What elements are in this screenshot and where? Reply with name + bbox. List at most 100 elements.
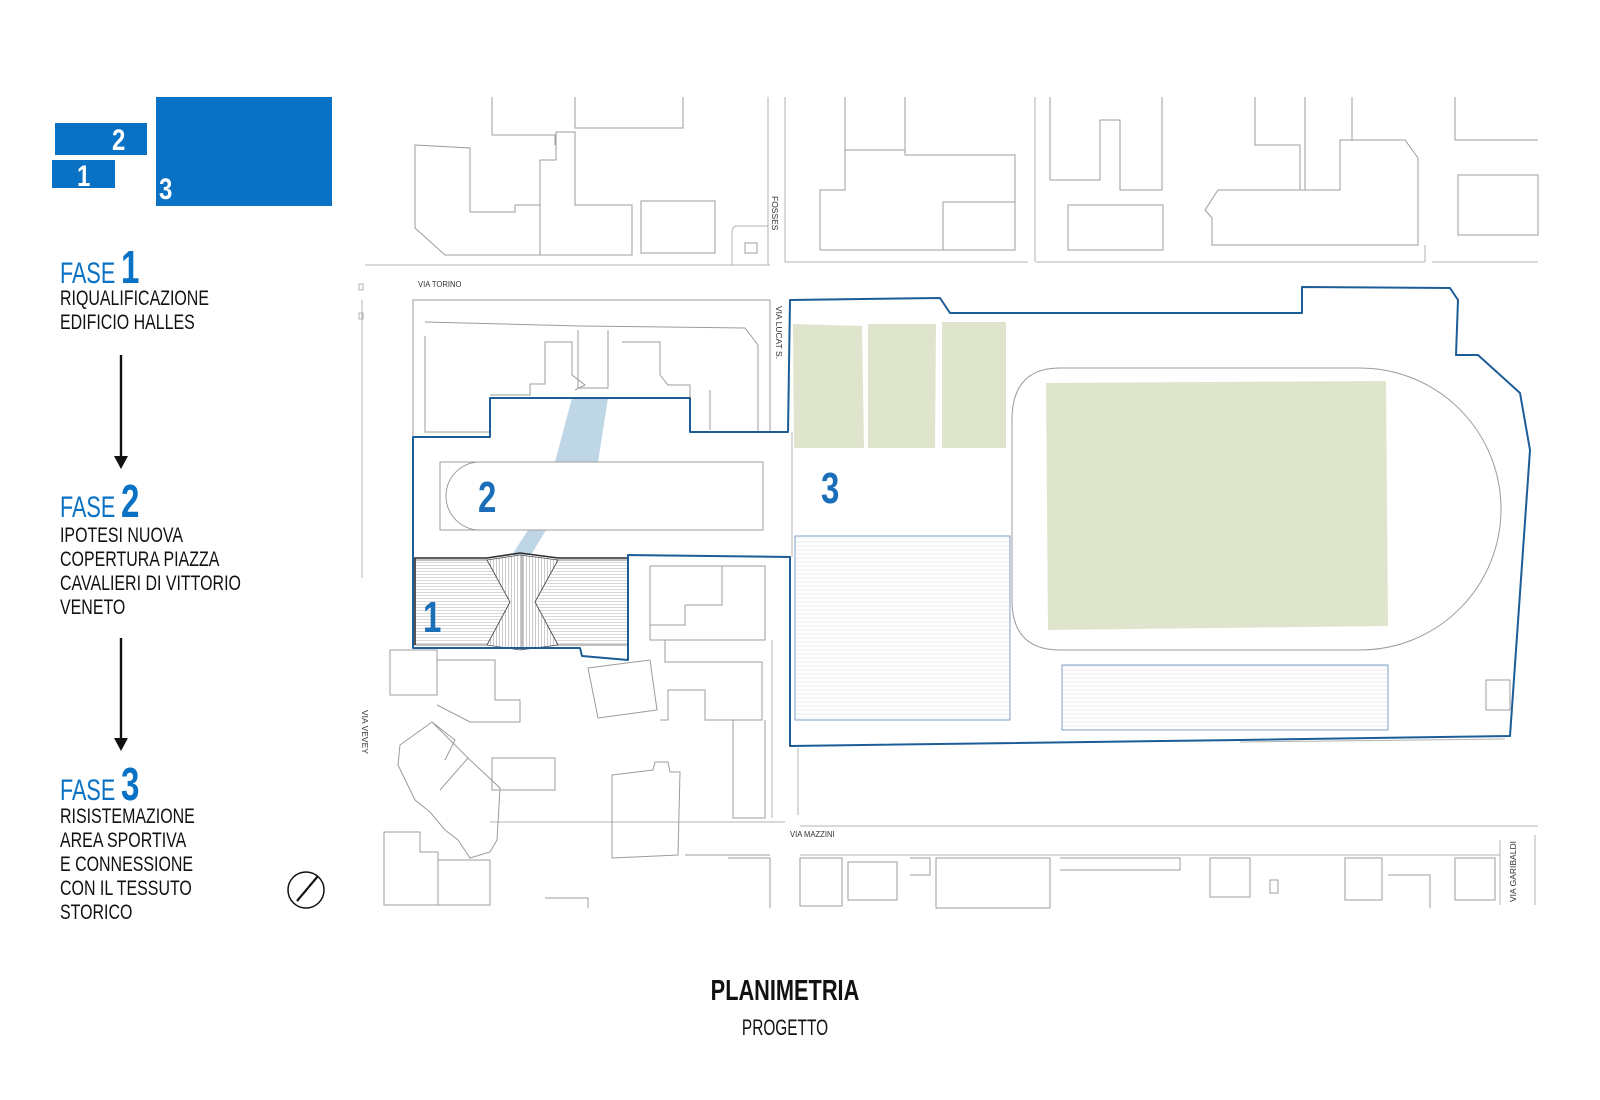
building-outline [414, 144, 541, 256]
building-outline [652, 639, 763, 721]
building-outline [935, 857, 1051, 909]
building-outline [1454, 857, 1496, 901]
building-outline [389, 649, 438, 696]
building-outline [844, 97, 906, 151]
building-outline [491, 97, 556, 145]
north-arrow-needle [296, 875, 319, 902]
page-title: PLANIMETRIA [710, 975, 860, 1007]
description-line: VENETO [60, 596, 126, 619]
legend-block-1 [52, 160, 115, 188]
page-subtitle: PROGETTO [741, 1015, 829, 1040]
building-outline [728, 857, 771, 908]
street-label-fosses: FOSSES [770, 196, 780, 231]
legend-block-2 [55, 123, 147, 155]
phase-word: FASE [60, 491, 116, 524]
road-marker [358, 312, 364, 320]
description-line: CON IL TESSUTO [60, 877, 192, 900]
description-line: IPOTESI NUOVA [60, 524, 183, 547]
field-main [1046, 381, 1388, 630]
building-outline [490, 341, 586, 396]
halles-outline [414, 552, 628, 645]
street-label-via-garibaldi: VIA GARIBALDI [1508, 841, 1518, 902]
down-arrow-icon [114, 355, 128, 469]
field-small-2 [868, 324, 936, 448]
building-outline [1067, 204, 1164, 251]
building-outline [650, 566, 723, 626]
description-line: RIQUALIFICAZIONE [60, 287, 209, 310]
building-outline [1269, 879, 1279, 894]
building-outline [1454, 97, 1538, 141]
arrow-head [114, 456, 128, 469]
court-west [794, 535, 1011, 721]
building-outline [799, 857, 843, 907]
building-outline [640, 200, 716, 254]
connection-north [555, 398, 608, 462]
building-outline [431, 721, 469, 791]
street-label-via-mazzini: VIA MAZZINI [790, 830, 835, 839]
building-outline [424, 321, 759, 432]
piazza-outline [439, 461, 764, 531]
building-outline [574, 97, 684, 129]
road-edges [358, 97, 1538, 905]
building-outline [1204, 97, 1419, 246]
description-line: AREA SPORTIVA [60, 829, 187, 852]
court-south [1061, 664, 1389, 731]
description-line: E CONNESSIONE [60, 853, 194, 876]
description-line: CAVALIERI DI VITTORIO [60, 572, 241, 595]
building-outline [819, 150, 1016, 251]
down-arrow-icon [114, 638, 128, 751]
sports-fields [793, 322, 1388, 630]
building-outline [732, 720, 766, 819]
connection-south [512, 530, 546, 555]
description-line: RISISTEMAZIONE [60, 805, 195, 828]
running-track [1011, 367, 1502, 651]
halles-building [414, 552, 629, 651]
building-outline [587, 659, 658, 719]
area-label-1: 1 [423, 594, 441, 643]
street-label-via-vevey: VIA VEVEY [360, 710, 370, 754]
building-outline [577, 330, 609, 389]
street-label-via-lucat: VIA LUCAT S. [774, 306, 784, 359]
road-edge [731, 225, 768, 265]
halles-center [486, 554, 559, 651]
phase-3-description: RISISTEMAZIONE AREA SPORTIVA E CONNESSIO… [60, 805, 195, 925]
phase-2-description: IPOTESI NUOVA COPERTURA PIAZZA CAVALIERI… [60, 524, 241, 620]
phase-word: FASE [60, 774, 116, 807]
building-outline [1060, 857, 1181, 871]
building-outline [424, 336, 490, 433]
arrow-head [114, 738, 128, 751]
building-outline [847, 861, 898, 901]
phase-word: FASE [60, 257, 116, 290]
building-outline [436, 659, 521, 723]
building-outline [611, 761, 681, 859]
building-outline [622, 341, 691, 398]
legend-label-2: 2 [112, 122, 125, 156]
building-outline [383, 831, 439, 906]
building-outline [1254, 97, 1306, 191]
phase-legend: 2 1 3 [52, 97, 332, 206]
building-outline [491, 757, 556, 791]
building-outline [942, 201, 1015, 250]
north-arrow-icon [287, 871, 325, 909]
legend-label-1: 1 [77, 158, 90, 192]
building-outline [744, 242, 758, 254]
street-label-via-torino: VIA TORINO [418, 280, 461, 289]
description-line: STORICO [60, 901, 133, 924]
building-outline [1049, 97, 1163, 191]
north-arrow-circle [287, 871, 325, 909]
building-outline [539, 131, 633, 256]
phase-number: 1 [120, 241, 140, 293]
legend-label-3: 3 [159, 171, 172, 205]
building-outline [412, 299, 771, 437]
building-outline [545, 897, 589, 908]
building-outline [438, 859, 491, 906]
legend-block-3 [156, 97, 332, 206]
description-line: EDIFICIO HALLES [60, 311, 195, 334]
building-outline [910, 857, 931, 876]
phase-number: 2 [120, 475, 140, 527]
phase-1-description: RIQUALIFICAZIONE EDIFICIO HALLES [60, 287, 209, 335]
